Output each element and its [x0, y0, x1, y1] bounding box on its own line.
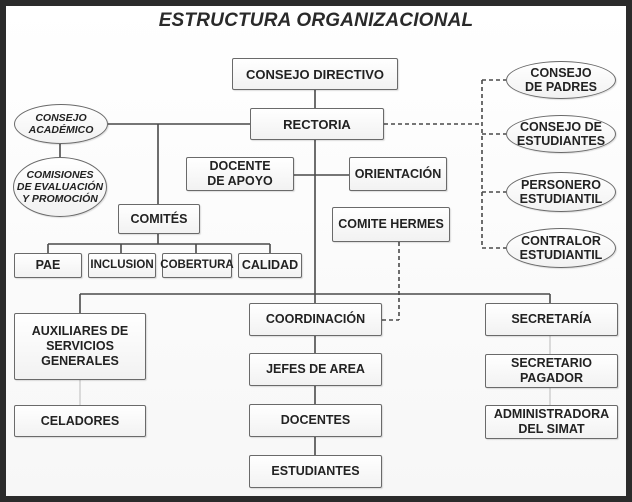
node-calidad: CALIDAD	[238, 253, 302, 278]
node-docente-apoyo: DOCENTE DE APOYO	[186, 157, 294, 191]
node-consejo-padres: CONSEJO DE PADRES	[506, 61, 616, 99]
node-label: COMITÉS	[130, 211, 188, 226]
node-secretario-pagador: SECRETARIO PAGADOR	[485, 354, 618, 388]
node-estudiantes: ESTUDIANTES	[249, 455, 382, 488]
node-label: COMITE HERMES	[338, 217, 444, 231]
node-cobertura: COBERTURA	[160, 253, 234, 278]
node-label: COMISIONES DE EVALUACIÓN Y PROMOCIÓN	[16, 169, 104, 205]
node-label: CALIDAD	[241, 258, 299, 272]
node-contralor: CONTRALOR ESTUDIANTIL	[506, 228, 616, 268]
node-personero: PERSONERO ESTUDIANTIL	[506, 172, 616, 212]
node-label: COBERTURA	[160, 259, 234, 271]
node-label: JEFES DE AREA	[266, 362, 365, 376]
node-label: CONSEJO ACADÉMICO	[28, 112, 94, 136]
node-label: PERSONERO ESTUDIANTIL	[519, 178, 603, 206]
node-pae: PAE	[14, 253, 82, 278]
node-label: PAE	[35, 258, 61, 272]
node-jefes-area: JEFES DE AREA	[249, 353, 382, 386]
node-label: INCLUSION	[90, 259, 154, 271]
node-label: ADMINISTRADORA DEL SIMAT	[493, 407, 610, 436]
node-label: CONTRALOR ESTUDIANTIL	[519, 234, 603, 262]
page-title: ESTRUCTURA ORGANIZACIONAL	[158, 10, 474, 31]
node-comisiones: COMISIONES DE EVALUACIÓN Y PROMOCIÓN	[13, 157, 107, 217]
node-label: CELADORES	[40, 413, 120, 428]
node-label: AUXILIARES DE SERVICIOS GENERALES	[31, 324, 129, 368]
node-comites: COMITÉS	[118, 204, 200, 234]
node-celadores: CELADORES	[14, 405, 146, 437]
node-label: SECRETARÍA	[511, 312, 592, 326]
node-label: DOCENTES	[280, 413, 351, 427]
node-inclusion: INCLUSION	[88, 253, 156, 278]
node-label: SECRETARIO PAGADOR	[510, 356, 593, 385]
node-consejo-directivo: CONSEJO DIRECTIVO	[232, 58, 398, 90]
node-auxiliares: AUXILIARES DE SERVICIOS GENERALES	[14, 313, 146, 380]
node-coordinacion: COORDINACIÓN	[249, 303, 382, 336]
node-label: RECTORIA	[283, 116, 351, 132]
node-secretaria: SECRETARÍA	[485, 303, 618, 336]
node-administradora-simat: ADMINISTRADORA DEL SIMAT	[485, 405, 618, 439]
node-consejo-academico: CONSEJO ACADÉMICO	[14, 104, 108, 144]
node-label: CONSEJO DIRECTIVO	[246, 66, 384, 82]
node-consejo-estudiantes: CONSEJO DE ESTUDIANTES	[506, 115, 616, 153]
node-docentes: DOCENTES	[249, 404, 382, 437]
node-label: ESTUDIANTES	[271, 464, 360, 478]
node-label: COORDINACIÓN	[265, 312, 366, 326]
node-label: CONSEJO DE PADRES	[524, 66, 597, 94]
node-label: CONSEJO DE ESTUDIANTES	[516, 120, 606, 148]
node-orientacion: ORIENTACIÓN	[349, 157, 447, 191]
node-comite-hermes: COMITE HERMES	[332, 207, 450, 242]
node-rectoria: RECTORIA	[250, 108, 384, 140]
node-label: ORIENTACIÓN	[354, 166, 442, 181]
node-label: DOCENTE DE APOYO	[207, 159, 273, 188]
